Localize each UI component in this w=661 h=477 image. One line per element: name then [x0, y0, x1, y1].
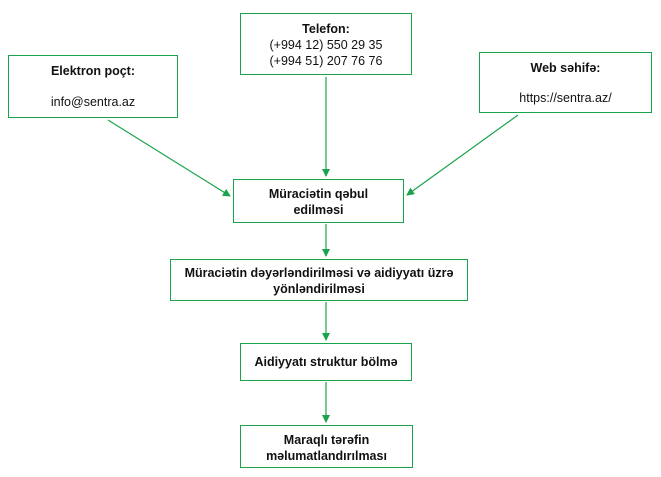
step-evaluate-request: Müraciətin dəyərləndirilməsi və aidiyyat… — [170, 259, 468, 301]
email-label: Elektron poçt: — [50, 64, 136, 78]
step-dept-line-1: Aidiyyatı struktur bölmə — [254, 355, 398, 369]
step-evaluate-line-1: Müraciətin dəyərləndirilməsi və aidiyyat… — [184, 266, 454, 280]
step-notify-stakeholder: Maraqlı tərəfin məlumatlandırılması — [240, 425, 413, 468]
step-notify-line-1: Maraqlı tərəfin — [283, 433, 370, 447]
step-relevant-department: Aidiyyatı struktur bölmə — [240, 343, 412, 381]
email-value: info@sentra.az — [50, 95, 136, 109]
step-evaluate-line-2: yönləndirilməsi — [273, 282, 365, 296]
step-receive-request: Müraciətin qəbul edilməsi — [233, 179, 404, 223]
phone-label: Telefon: — [302, 22, 350, 36]
phone-number-2: (+994 51) 207 76 76 — [269, 54, 383, 68]
email-contact-box: Elektron poçt: info@sentra.az — [8, 55, 178, 118]
phone-contact-box: Telefon: (+994 12) 550 29 35 (+994 51) 2… — [240, 13, 412, 75]
arrow-email-to-receive — [107, 119, 231, 197]
phone-number-1: (+994 12) 550 29 35 — [269, 38, 383, 52]
arrow-web-to-receive — [406, 114, 519, 196]
step-notify-line-2: məlumatlandırılması — [266, 449, 387, 463]
web-label: Web səhifə: — [530, 61, 601, 75]
web-value: https://sentra.az/ — [519, 91, 612, 105]
web-contact-box: Web səhifə: https://sentra.az/ — [479, 52, 652, 113]
step-receive-line-1: Müraciətin qəbul — [268, 187, 369, 201]
step-receive-line-2: edilməsi — [293, 203, 344, 217]
